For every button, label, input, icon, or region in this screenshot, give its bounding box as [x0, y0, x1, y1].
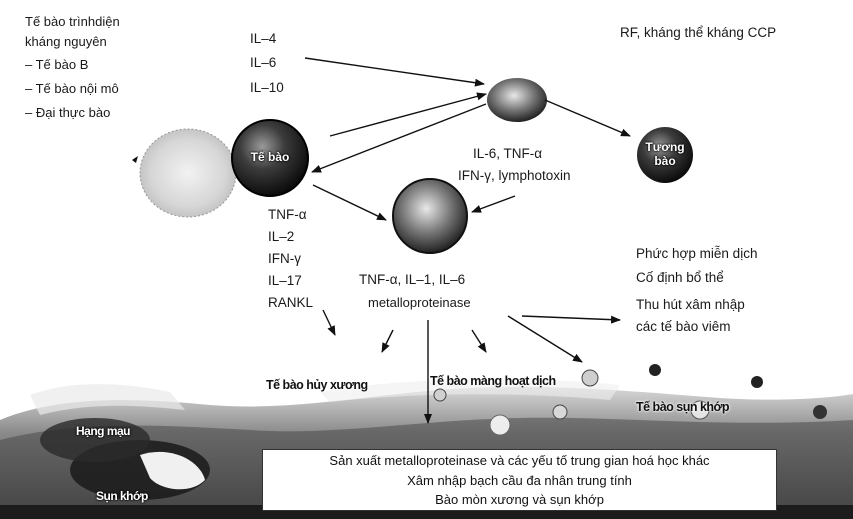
outcome-metalloproteinase: Sản xuất metalloproteinase và các yếu tố…: [263, 451, 776, 471]
osteoclast-label: Tế bào hủy xương: [266, 378, 368, 392]
top-cytokine-il6: IL–6: [250, 53, 276, 73]
tcell-product-tnf: TNF-α: [268, 205, 307, 225]
effect-complement: Cố định bổ thể: [636, 268, 724, 288]
macrophage-products-2: metalloproteinase: [368, 294, 471, 312]
effect-inflammatory-cells: các tế bào viêm: [636, 317, 731, 337]
b-cell: [487, 78, 547, 122]
top-cytokine-il4: IL–4: [250, 29, 276, 49]
effect-immune-complex: Phức hợp miễn dịch: [636, 244, 757, 264]
cartilage-label: Sụn khớp: [96, 489, 148, 503]
tcell-product-rankl: RANKL: [268, 293, 313, 313]
rf-anti-ccp-label: RF, kháng thể kháng CCP: [620, 23, 776, 43]
apc-item-b: – Tế bào B: [25, 56, 88, 74]
b-cell-cytokines-1: IL-6, TNF-α: [473, 144, 542, 164]
plasma-label-line2: bào: [643, 154, 687, 168]
synovial-cell-label: Tế bào màng hoạt dịch: [430, 374, 556, 388]
outcome-bone-cartilage-erosion: Bào mòn xương và sụn khớp: [263, 490, 776, 510]
pannus-label: Hạng mạu: [76, 424, 130, 438]
effect-recruitment: Thu hút xâm nhập: [636, 295, 745, 315]
apc-item-macrophage: – Đại thực bào: [25, 104, 110, 122]
plasma-cell-label: Tương bào: [643, 140, 687, 168]
top-cytokine-il10: IL–10: [250, 78, 284, 98]
macrophage-cell: [393, 179, 467, 253]
tcell-product-il2: IL–2: [268, 227, 294, 247]
macrophage-products-1: TNF-α, IL–1, IL–6: [359, 270, 465, 290]
plasma-label-line1: Tương: [643, 140, 687, 154]
arrows: [305, 58, 630, 423]
apc-title: Tế bào trìnhdiện: [25, 13, 120, 31]
apc-cell: [132, 129, 236, 217]
outcomes-box: Sản xuất metalloproteinase và các yếu tố…: [262, 449, 777, 511]
apc-title-2: kháng nguyên: [25, 33, 107, 51]
tcell-product-ifn: IFN-γ: [268, 249, 301, 269]
chondrocyte-label: Tế bào sụn khớp: [636, 400, 729, 414]
b-cell-cytokines-2: IFN-γ, lymphotoxin: [458, 166, 571, 186]
outcome-neutrophil-infiltration: Xâm nhập bạch cầu đa nhân trung tính: [263, 471, 776, 491]
apc-item-endothelial: – Tế bào nội mô: [25, 80, 119, 98]
tcell-product-il17: IL–17: [268, 271, 302, 291]
t-cell-label: Tế bào: [238, 150, 302, 164]
